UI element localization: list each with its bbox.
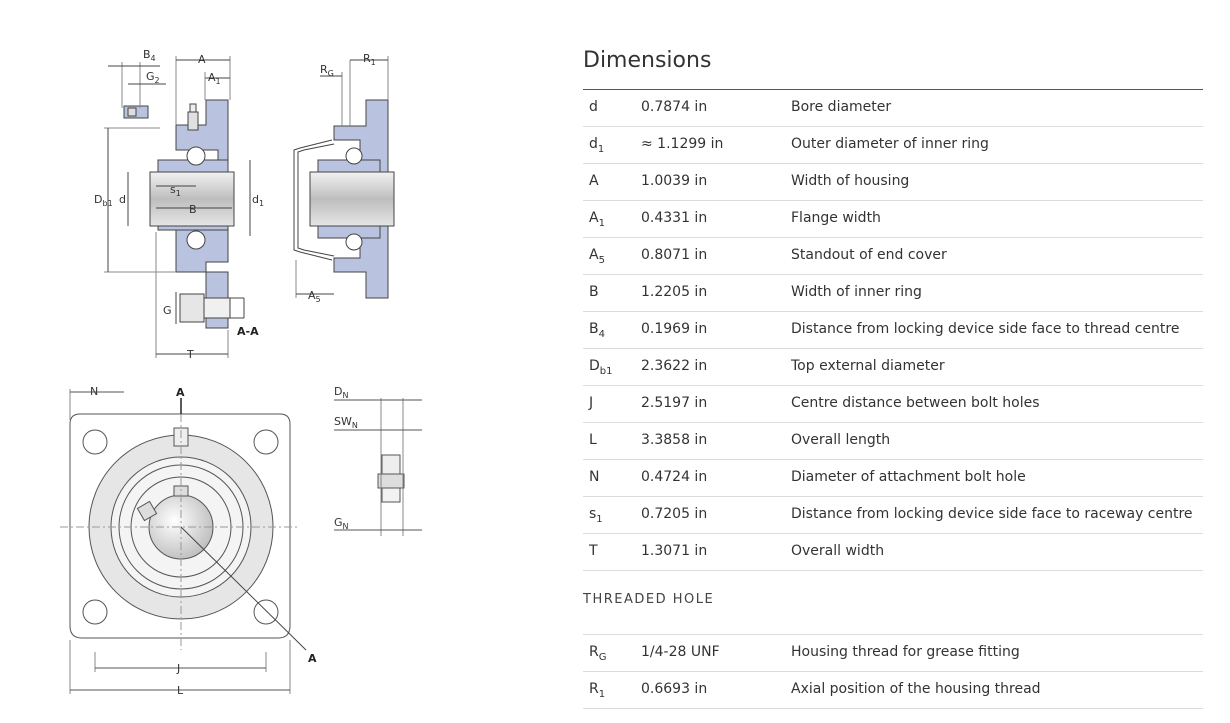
dimension-description: Outer diameter of inner ring bbox=[791, 136, 989, 152]
label-t: T bbox=[186, 348, 194, 361]
table-row: L 3.3858 in Overall length bbox=[583, 423, 1203, 460]
dimension-description: Axial position of the housing thread bbox=[791, 681, 1041, 697]
dimension-symbol: A5 bbox=[589, 247, 605, 266]
dimension-symbol: d1 bbox=[589, 136, 605, 155]
dimension-value: 1.0039 in bbox=[641, 173, 708, 189]
label-db1: Db1 bbox=[94, 193, 113, 208]
table-row: d1 ≈ 1.1299 in Outer diameter of inner rin… bbox=[583, 127, 1203, 164]
technical-drawings: B4 G2 A A1 Db1 d s1 B d1 G A-A T RG R1 A… bbox=[0, 0, 560, 723]
threaded-hole-table: RG 1/4-28 UNF Housing thread for grease fi… bbox=[583, 634, 1203, 709]
dimension-description: Width of housing bbox=[791, 173, 910, 189]
dimension-symbol: d bbox=[589, 99, 598, 115]
label-l: L bbox=[177, 684, 184, 697]
label-n: N bbox=[90, 385, 98, 398]
dimension-value: 0.8071 in bbox=[641, 247, 708, 263]
label-section-aa: A-A bbox=[237, 325, 259, 338]
dimensions-table: d 0.7874 in Bore diameter d1 ≈ 1.1299 in Oute… bbox=[583, 90, 1203, 571]
dimension-description: Overall width bbox=[791, 543, 885, 559]
label-r1: R1 bbox=[363, 52, 376, 67]
dimension-value: 1.2205 in bbox=[641, 284, 708, 300]
dimension-symbol: B4 bbox=[589, 321, 605, 340]
dimension-description: Bore diameter bbox=[791, 99, 892, 115]
dimension-value: 0.1969 in bbox=[641, 321, 708, 337]
label-section-a-diag: A bbox=[308, 652, 317, 665]
label-g2: G2 bbox=[146, 70, 160, 85]
label-b4: B4 bbox=[143, 48, 156, 63]
table-row: B 1.2205 in Width of inner ring bbox=[583, 275, 1203, 312]
label-swn: SWN bbox=[334, 415, 358, 430]
dimension-description: Distance from locking device side face t… bbox=[791, 506, 1193, 522]
dimension-symbol: Db1 bbox=[589, 358, 613, 377]
dimension-value: 1.3071 in bbox=[641, 543, 708, 559]
front-view bbox=[60, 389, 307, 694]
label-d: d bbox=[119, 193, 126, 206]
table-row: N 0.4724 in Diameter of attachment bolt ho… bbox=[583, 460, 1203, 497]
table-row: A1 0.4331 in Flange width bbox=[583, 201, 1203, 238]
dimension-description: Centre distance between bolt holes bbox=[791, 395, 1040, 411]
dimension-symbol: T bbox=[589, 543, 598, 559]
dimension-symbol: L bbox=[589, 432, 597, 448]
dimension-value: 2.5197 in bbox=[641, 395, 708, 411]
dimension-description: Top external diameter bbox=[791, 358, 945, 374]
table-row: R1 0.6693 in Axial position of the housing… bbox=[583, 672, 1203, 709]
bearing-unit-drawing: B4 G2 A A1 Db1 d s1 B d1 G A-A T RG R1 A… bbox=[60, 48, 422, 697]
dimension-symbol: R1 bbox=[589, 681, 606, 700]
table-row: Db1 2.3622 in Top external diameter bbox=[583, 349, 1203, 386]
threaded-hole-title: THREADED HOLE bbox=[583, 592, 715, 607]
label-s1: s1 bbox=[170, 183, 181, 198]
dimension-symbol: RG bbox=[589, 644, 607, 663]
dimension-symbol: s1 bbox=[589, 506, 603, 525]
dimension-value: 3.3858 in bbox=[641, 432, 708, 448]
dimension-value: 0.7205 in bbox=[641, 506, 708, 522]
table-row: s1 0.7205 in Distance from locking device … bbox=[583, 497, 1203, 534]
dimensions-title: Dimensions bbox=[583, 48, 712, 73]
label-a5: A5 bbox=[308, 289, 321, 304]
dimension-description: Distance from locking device side face t… bbox=[791, 321, 1180, 337]
dimension-value: ≈ 1.1299 in bbox=[641, 136, 724, 152]
dimension-description: Standout of end cover bbox=[791, 247, 947, 263]
table-row: J 2.5197 in Centre distance between bolt h… bbox=[583, 386, 1203, 423]
table-row: RG 1/4-28 UNF Housing thread for grease fi… bbox=[583, 635, 1203, 672]
dimension-symbol: A1 bbox=[589, 210, 605, 229]
dimension-value: 0.4331 in bbox=[641, 210, 708, 226]
dimension-symbol: J bbox=[589, 395, 594, 411]
table-row: d 0.7874 in Bore diameter bbox=[583, 90, 1203, 127]
section-view-a-a bbox=[104, 56, 251, 358]
dimension-description: Housing thread for grease fitting bbox=[791, 644, 1020, 660]
dimension-value: 0.7874 in bbox=[641, 99, 708, 115]
label-d1: d1 bbox=[252, 193, 264, 208]
label-dn: DN bbox=[334, 385, 348, 400]
label-rg: RG bbox=[320, 63, 334, 78]
dimension-value: 2.3622 in bbox=[641, 358, 708, 374]
dimension-value: 0.4724 in bbox=[641, 469, 708, 485]
table-row: A 1.0039 in Width of housing bbox=[583, 164, 1203, 201]
label-b: B bbox=[189, 203, 197, 216]
dimension-value: 1/4-28 UNF bbox=[641, 644, 720, 660]
label-gn: GN bbox=[334, 516, 349, 531]
dimension-symbol: N bbox=[589, 469, 600, 485]
label-section-a-top: A bbox=[176, 386, 185, 399]
label-a1: A1 bbox=[208, 71, 221, 86]
label-g: G bbox=[163, 304, 172, 317]
dimension-description: Flange width bbox=[791, 210, 881, 226]
title-divider bbox=[583, 89, 1203, 90]
dimension-description: Diameter of attachment bolt hole bbox=[791, 469, 1026, 485]
table-row: T 1.3071 in Overall width bbox=[583, 534, 1203, 571]
dimension-description: Overall length bbox=[791, 432, 891, 448]
dimension-symbol: B bbox=[589, 284, 599, 300]
label-j: J bbox=[176, 662, 180, 675]
label-a: A bbox=[198, 53, 206, 66]
side-view-end-cover bbox=[293, 56, 395, 299]
table-row: B4 0.1969 in Distance from locking device … bbox=[583, 312, 1203, 349]
dimension-description: Width of inner ring bbox=[791, 284, 922, 300]
dimension-value: 0.6693 in bbox=[641, 681, 708, 697]
grease-nipple-detail bbox=[334, 398, 422, 536]
table-row: A5 0.8071 in Standout of end cover bbox=[583, 238, 1203, 275]
dimension-symbol: A bbox=[589, 173, 599, 189]
